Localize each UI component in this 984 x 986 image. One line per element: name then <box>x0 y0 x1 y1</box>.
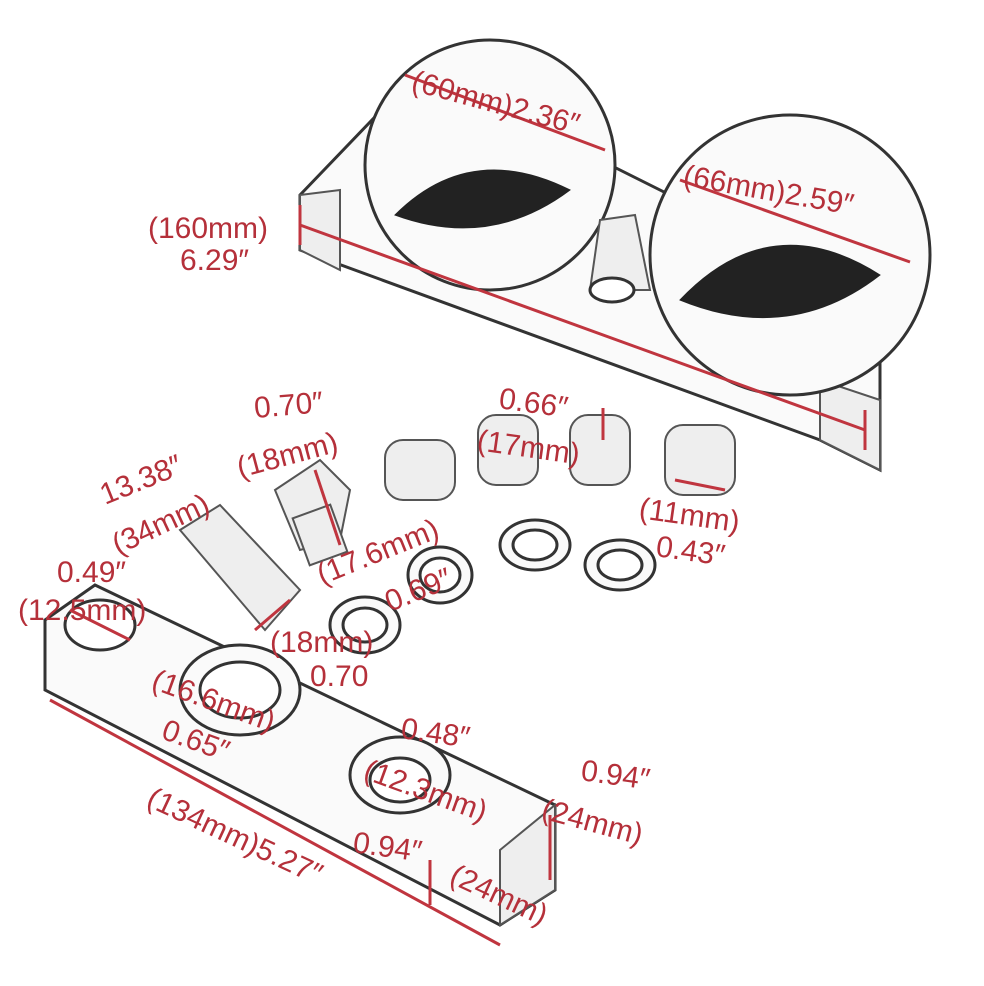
nuts <box>384 414 736 501</box>
dimension-lines <box>49 73 911 947</box>
label-small-nut-in: 0.43″ <box>654 530 727 572</box>
plug-fitting <box>178 458 352 632</box>
label-plug-in: 0.70″ <box>253 386 325 425</box>
label-block-width-in: 0.94″ <box>579 754 652 796</box>
washers <box>328 518 657 655</box>
label-block-hole1-in: 0.49″ <box>57 556 126 589</box>
label-bracket-mm: (160mm) <box>148 212 268 245</box>
distribution-block <box>43 583 557 927</box>
small-gauge-ring <box>363 38 617 292</box>
label-small-nut-mm: (11mm) <box>637 492 742 539</box>
label-block-hole1-mm: (12.5mm) <box>18 594 146 627</box>
gauge-bracket <box>298 38 932 473</box>
label-fitting-hex-in: 0.70 <box>310 660 368 693</box>
label-bracket-in: 6.29″ <box>180 244 249 277</box>
label-fitting-hex-mm: (18mm) <box>270 626 373 659</box>
